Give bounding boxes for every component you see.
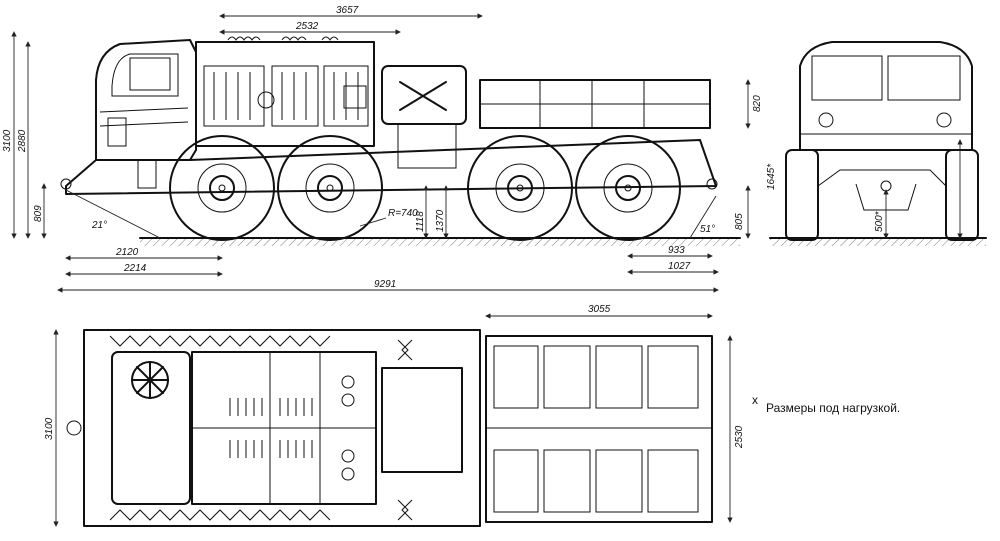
top-cargo-platform (485, 335, 713, 523)
dim-2532-label: 2532 (295, 21, 319, 32)
right-windshield (887, 55, 961, 101)
dim-1027-label: 1027 (668, 261, 691, 272)
cab-door-step (107, 117, 127, 147)
wheel-1 (169, 135, 275, 241)
dim-1118-label: 1118 (415, 211, 426, 232)
chassis-frame (65, 139, 717, 195)
top-view: 3055 3100 2530 (44, 304, 745, 527)
cab-fuel-tank (137, 159, 157, 189)
cab-window (111, 53, 179, 97)
note-mark: x (752, 393, 758, 407)
cab-side-window (129, 57, 171, 91)
dim-805-label: 805 (734, 213, 745, 230)
dim-radius-label: R=740 (388, 208, 418, 219)
front-axle (817, 169, 947, 211)
dim-3055-label: 3055 (588, 304, 611, 315)
top-tow-hook-icon (66, 420, 82, 436)
dim-21deg-label: 21° (91, 220, 107, 231)
right-headlight-icon (936, 112, 952, 128)
front-cab (799, 41, 973, 151)
dim-2120-label: 2120 (115, 247, 139, 258)
dim-820-label: 820 (752, 95, 763, 112)
tow-hook-front-icon (60, 178, 72, 190)
dim-809-label: 809 (33, 205, 44, 222)
tow-hook-rear-icon (706, 178, 718, 190)
dim-500-label: 500* (874, 210, 885, 232)
dim-9291-label: 9291 (374, 279, 396, 290)
dim-2530-label: 2530 (734, 425, 745, 449)
top-tread-pattern (109, 335, 331, 347)
dim-2880-label: 2880 (17, 129, 28, 153)
wheel-4 (575, 135, 681, 241)
note-text: Размеры под нагрузкой. (766, 401, 900, 415)
front-right-tire (945, 149, 979, 241)
roof-grilles (227, 36, 339, 41)
wheel-3 (467, 135, 573, 241)
ground-hatch (140, 238, 740, 246)
dim-1645-label: 1645* (766, 163, 777, 190)
engine-vents (203, 65, 369, 127)
cab-stripes (99, 107, 189, 127)
top-spare-box (381, 367, 463, 473)
top-cab (111, 351, 191, 505)
dim-51deg-label: 51° (700, 224, 715, 235)
dim-top-3100-label: 3100 (44, 417, 55, 440)
top-vents (229, 398, 313, 458)
side-view: 3657 2532 3100 2880 809 21° 2120 2214 92… (2, 5, 763, 293)
dim-1370-label: 1370 (435, 209, 446, 232)
front-view: 1645* 500* (766, 41, 987, 246)
engine-compartment (195, 41, 375, 147)
spare-box-cross-icon (399, 81, 447, 111)
top-cross-brackets (397, 339, 413, 521)
left-headlight-icon (818, 112, 834, 128)
side-hatch-icon (257, 91, 275, 109)
dim-933-label: 933 (668, 245, 685, 256)
wheel-2 (277, 135, 383, 241)
top-tractor-outline (83, 329, 481, 527)
dim-3100-label: 3100 (2, 129, 13, 152)
side-dimension-lines (11, 13, 751, 293)
transfer-case (397, 123, 457, 169)
canister (343, 85, 367, 109)
front-left-tire (785, 149, 819, 241)
dim-2214-label: 2214 (123, 263, 147, 274)
dim-3657-label: 3657 (336, 5, 359, 16)
top-cargo-panels (493, 345, 699, 513)
left-windshield (811, 55, 883, 101)
